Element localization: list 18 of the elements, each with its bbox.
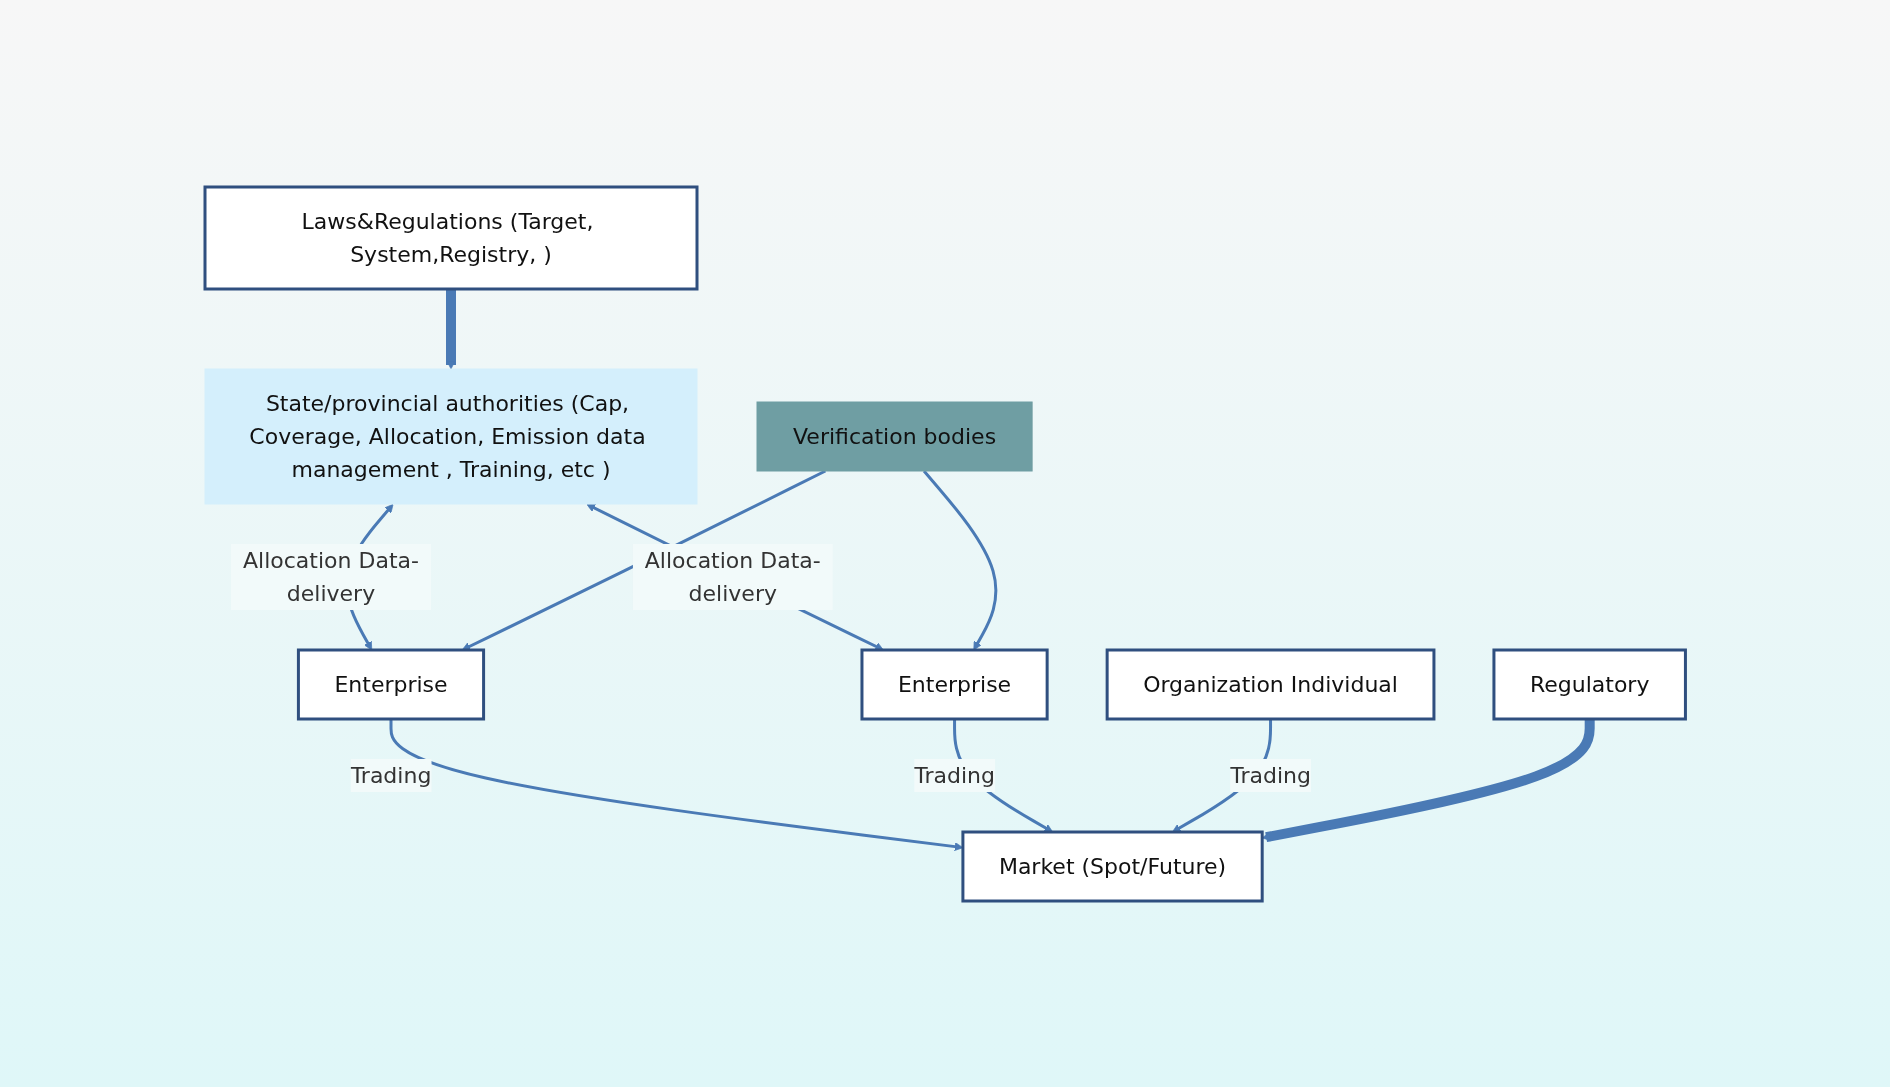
arrow (586, 503, 884, 650)
arrow (1261, 718, 1595, 842)
node-box: Enterprise (860, 648, 1049, 720)
arrow (922, 469, 998, 650)
node-box: Organization Individual (1105, 648, 1436, 720)
node-box: Regulatory (1492, 648, 1687, 720)
node-box: Enterprise (296, 648, 485, 720)
arrow (445, 288, 456, 369)
node-box: State/provincial authorities (Cap, Coverage, Allocation, Emission data management , Training, etc ) (204, 368, 698, 504)
node-box: Market (Spot/Future) (961, 830, 1264, 902)
arrow (461, 469, 826, 650)
node-box: Verification bodies (756, 401, 1033, 471)
edge-label: Allocation Data-delivery (242, 547, 419, 606)
node-box: Laws&Regulations (Target, System,Registry, ) (203, 185, 699, 290)
edge-label: Allocation Data-delivery (644, 547, 821, 606)
edge-label: Trading (350, 762, 432, 788)
edge-label: Trading (913, 762, 995, 788)
edge-label: Trading (1229, 762, 1311, 788)
